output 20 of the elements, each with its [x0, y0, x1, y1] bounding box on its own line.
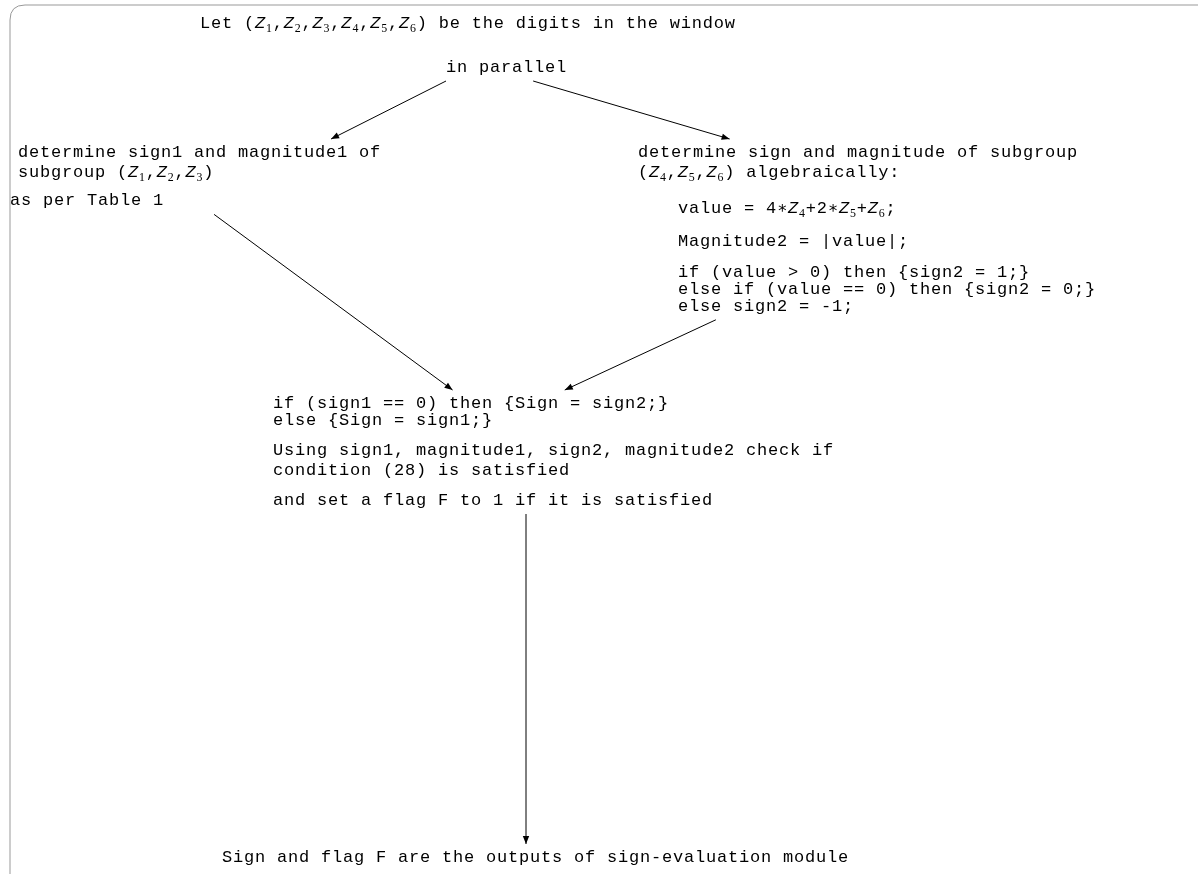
step-text: Using sign1, magnitude1, sign2, magnitude2 check if condition (28) is satisfied — [273, 441, 836, 481]
intro-text: Let (Z$_{1}$,Z$_{2}$,Z$_{3}$,Z$_{4}$,Z$_{5}$,Z$_{6}$) be the digits in the window — [200, 14, 737, 38]
step-text: if (value > 0) then {sign2 = 1;} — [678, 263, 1032, 281]
arrow — [564, 319, 717, 391]
step-text: else sign2 = -1; — [678, 297, 856, 315]
step-text: determine sign and magnitude of subgroup (Z$_{4}$,Z$_{5}$,Z$_{6}$) algebraically: — [638, 143, 1080, 187]
step-text: if (sign1 == 0) then {Sign = sign2;} — [273, 395, 671, 412]
arrow — [532, 80, 731, 140]
step-text: else {Sign = sign1;} — [273, 412, 495, 429]
arrow — [330, 80, 447, 140]
step-text: value = 4∗Z$_{4}$+2∗Z$_{5}$+Z$_{6}$; — [678, 199, 898, 223]
arrow — [213, 213, 454, 391]
step-text: as per Table 1 — [10, 191, 166, 212]
step-text: determine sign1 and magnitude1 of subgroup (Z$_{1}$,Z$_{2}$,Z$_{3}$) — [18, 143, 383, 187]
step-text: else if (value == 0) then {sign2 = 0;} — [678, 280, 1098, 298]
output-text: Sign and flag F are the outputs of sign-evaluation module — [222, 848, 851, 868]
step-text: Magnitude2 = |value|; — [678, 231, 911, 252]
arrow — [522, 513, 530, 845]
step-text: and set a flag F to 1 if it is satisfied — [273, 491, 715, 511]
parallel-label: in parallel — [446, 58, 569, 78]
